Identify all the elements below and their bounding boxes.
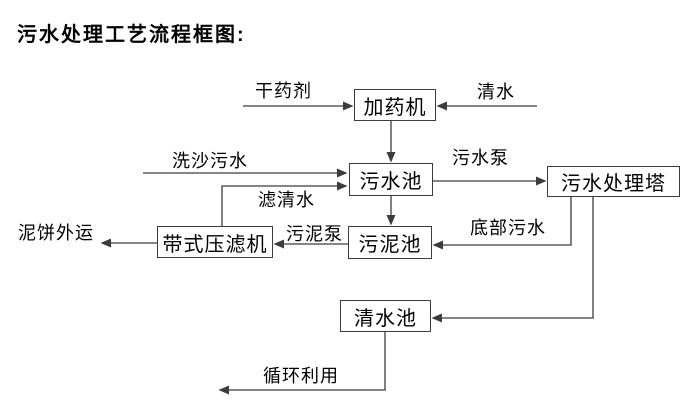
edge-tower-to-clean-pool-arrow xyxy=(431,197,594,323)
edge-recycle-arrow xyxy=(218,332,386,395)
node-dosing-machine-label: 加药机 xyxy=(363,96,427,119)
node-sludge-pool: 污泥池 xyxy=(348,226,432,259)
node-treatment-tower-label: 污水处理塔 xyxy=(561,173,666,195)
node-clean-water-pool-label: 清水池 xyxy=(354,307,417,330)
label-dry-chemical: 干药剂 xyxy=(255,81,312,101)
label-filtered-water: 滤清水 xyxy=(258,190,315,210)
node-belt-filter-press-label: 带式压滤机 xyxy=(162,233,268,256)
node-sewage-pool-label: 污水池 xyxy=(359,171,423,193)
node-sewage-pool: 污水池 xyxy=(349,163,433,196)
label-bottom-sewage: 底部污水 xyxy=(470,218,546,238)
label-clean-water: 清水 xyxy=(477,82,515,102)
label-sewage-pump: 污水泵 xyxy=(452,148,509,168)
label-recycle: 循环利用 xyxy=(263,366,339,386)
edge-bottom-sewage-arrow xyxy=(432,197,572,250)
node-sludge-pool-label: 污泥池 xyxy=(358,234,422,256)
node-belt-filter-press: 带式压滤机 xyxy=(157,226,273,258)
node-dosing-machine: 加药机 xyxy=(354,89,436,121)
edge-filtered-water-arrow xyxy=(221,181,348,226)
node-clean-water-pool: 清水池 xyxy=(340,300,431,332)
label-mud-cake-out: 泥饼外运 xyxy=(18,223,94,243)
label-sand-washing-sewage: 洗沙污水 xyxy=(172,151,248,171)
page-title: 污水处理工艺流程框图: xyxy=(17,24,246,46)
label-sludge-pump: 污泥泵 xyxy=(286,224,343,244)
node-treatment-tower: 污水处理塔 xyxy=(547,166,680,197)
